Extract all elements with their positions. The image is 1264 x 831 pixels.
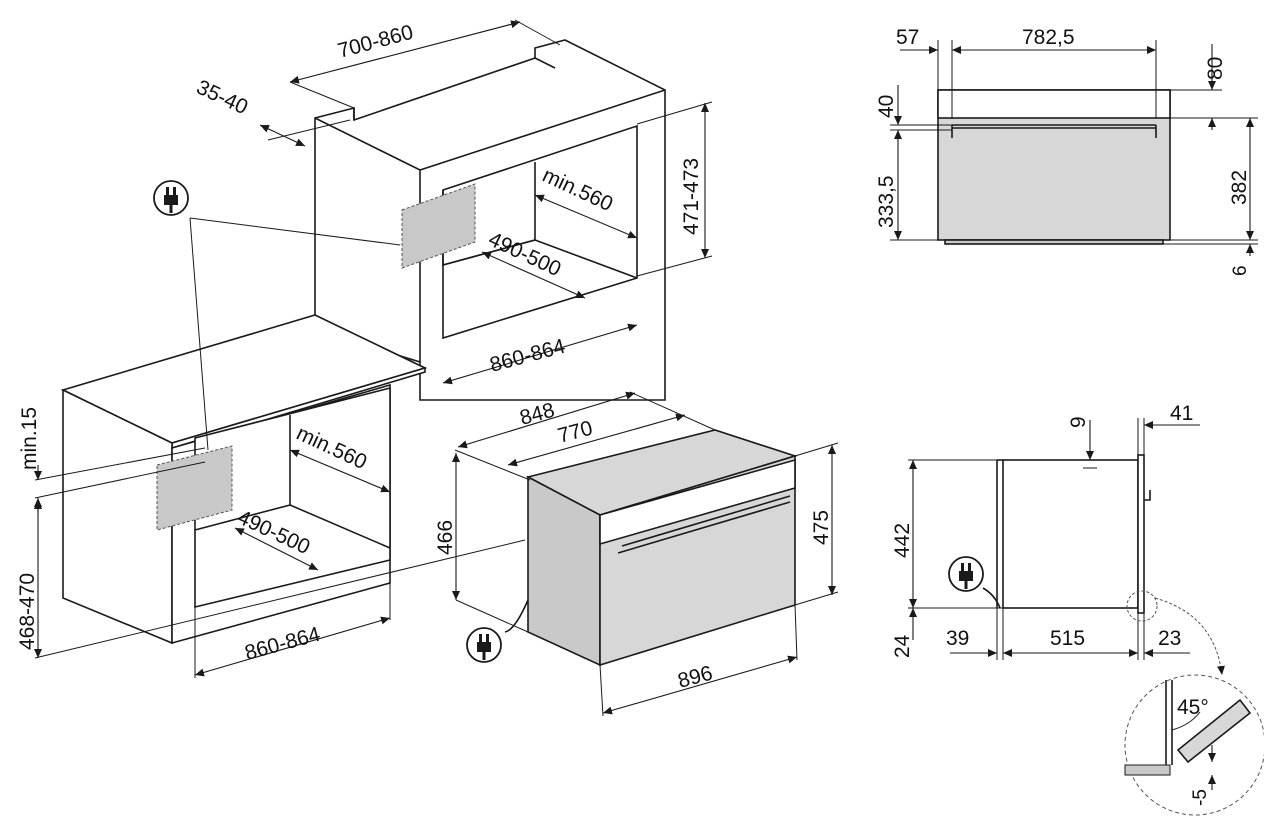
dim-label: 35-40	[193, 76, 251, 120]
plug-icon	[466, 627, 502, 663]
dim-label: -5	[1190, 789, 1211, 806]
upper-cabinet	[314, 39, 666, 401]
door-detail	[1124, 674, 1264, 816]
dim-label: 782,5	[1022, 26, 1075, 49]
dim-label: 471-473	[680, 158, 703, 235]
dim-label: 6	[1230, 265, 1251, 276]
dim-label: 468-470	[16, 573, 39, 650]
dim-label: 39	[946, 627, 969, 650]
lower-cabinet	[60, 314, 428, 645]
dim-label: 442	[891, 523, 914, 558]
dim-label: 848	[517, 399, 557, 430]
dim-label: 770	[555, 417, 595, 448]
dim-label: 57	[896, 26, 919, 49]
dim-label: 80	[1204, 57, 1227, 80]
dim-label: 41	[1170, 402, 1193, 425]
oven-front-view	[937, 89, 1171, 245]
dim-label: 475	[810, 510, 833, 545]
dim-label: 45°	[1177, 696, 1209, 719]
oven-isometric	[504, 429, 798, 667]
dim-label: 515	[1050, 627, 1085, 650]
dim-label: 23	[1158, 627, 1181, 650]
plug-icon	[153, 180, 189, 216]
dim-label: 333,5	[875, 175, 898, 228]
dim-label: 860-864	[242, 623, 323, 665]
dim-label: 896	[675, 662, 715, 693]
dim-label: 24	[891, 634, 914, 658]
oven-side-view	[982, 454, 1151, 614]
dim-label: min.15	[18, 407, 41, 470]
dim-label: 40	[875, 95, 898, 118]
dim-label: 700-860	[335, 21, 415, 63]
dim-label: 466	[434, 520, 457, 555]
dim-label: 9	[1067, 416, 1090, 428]
plug-icon	[948, 556, 984, 592]
dim-label: 382	[1228, 170, 1251, 205]
